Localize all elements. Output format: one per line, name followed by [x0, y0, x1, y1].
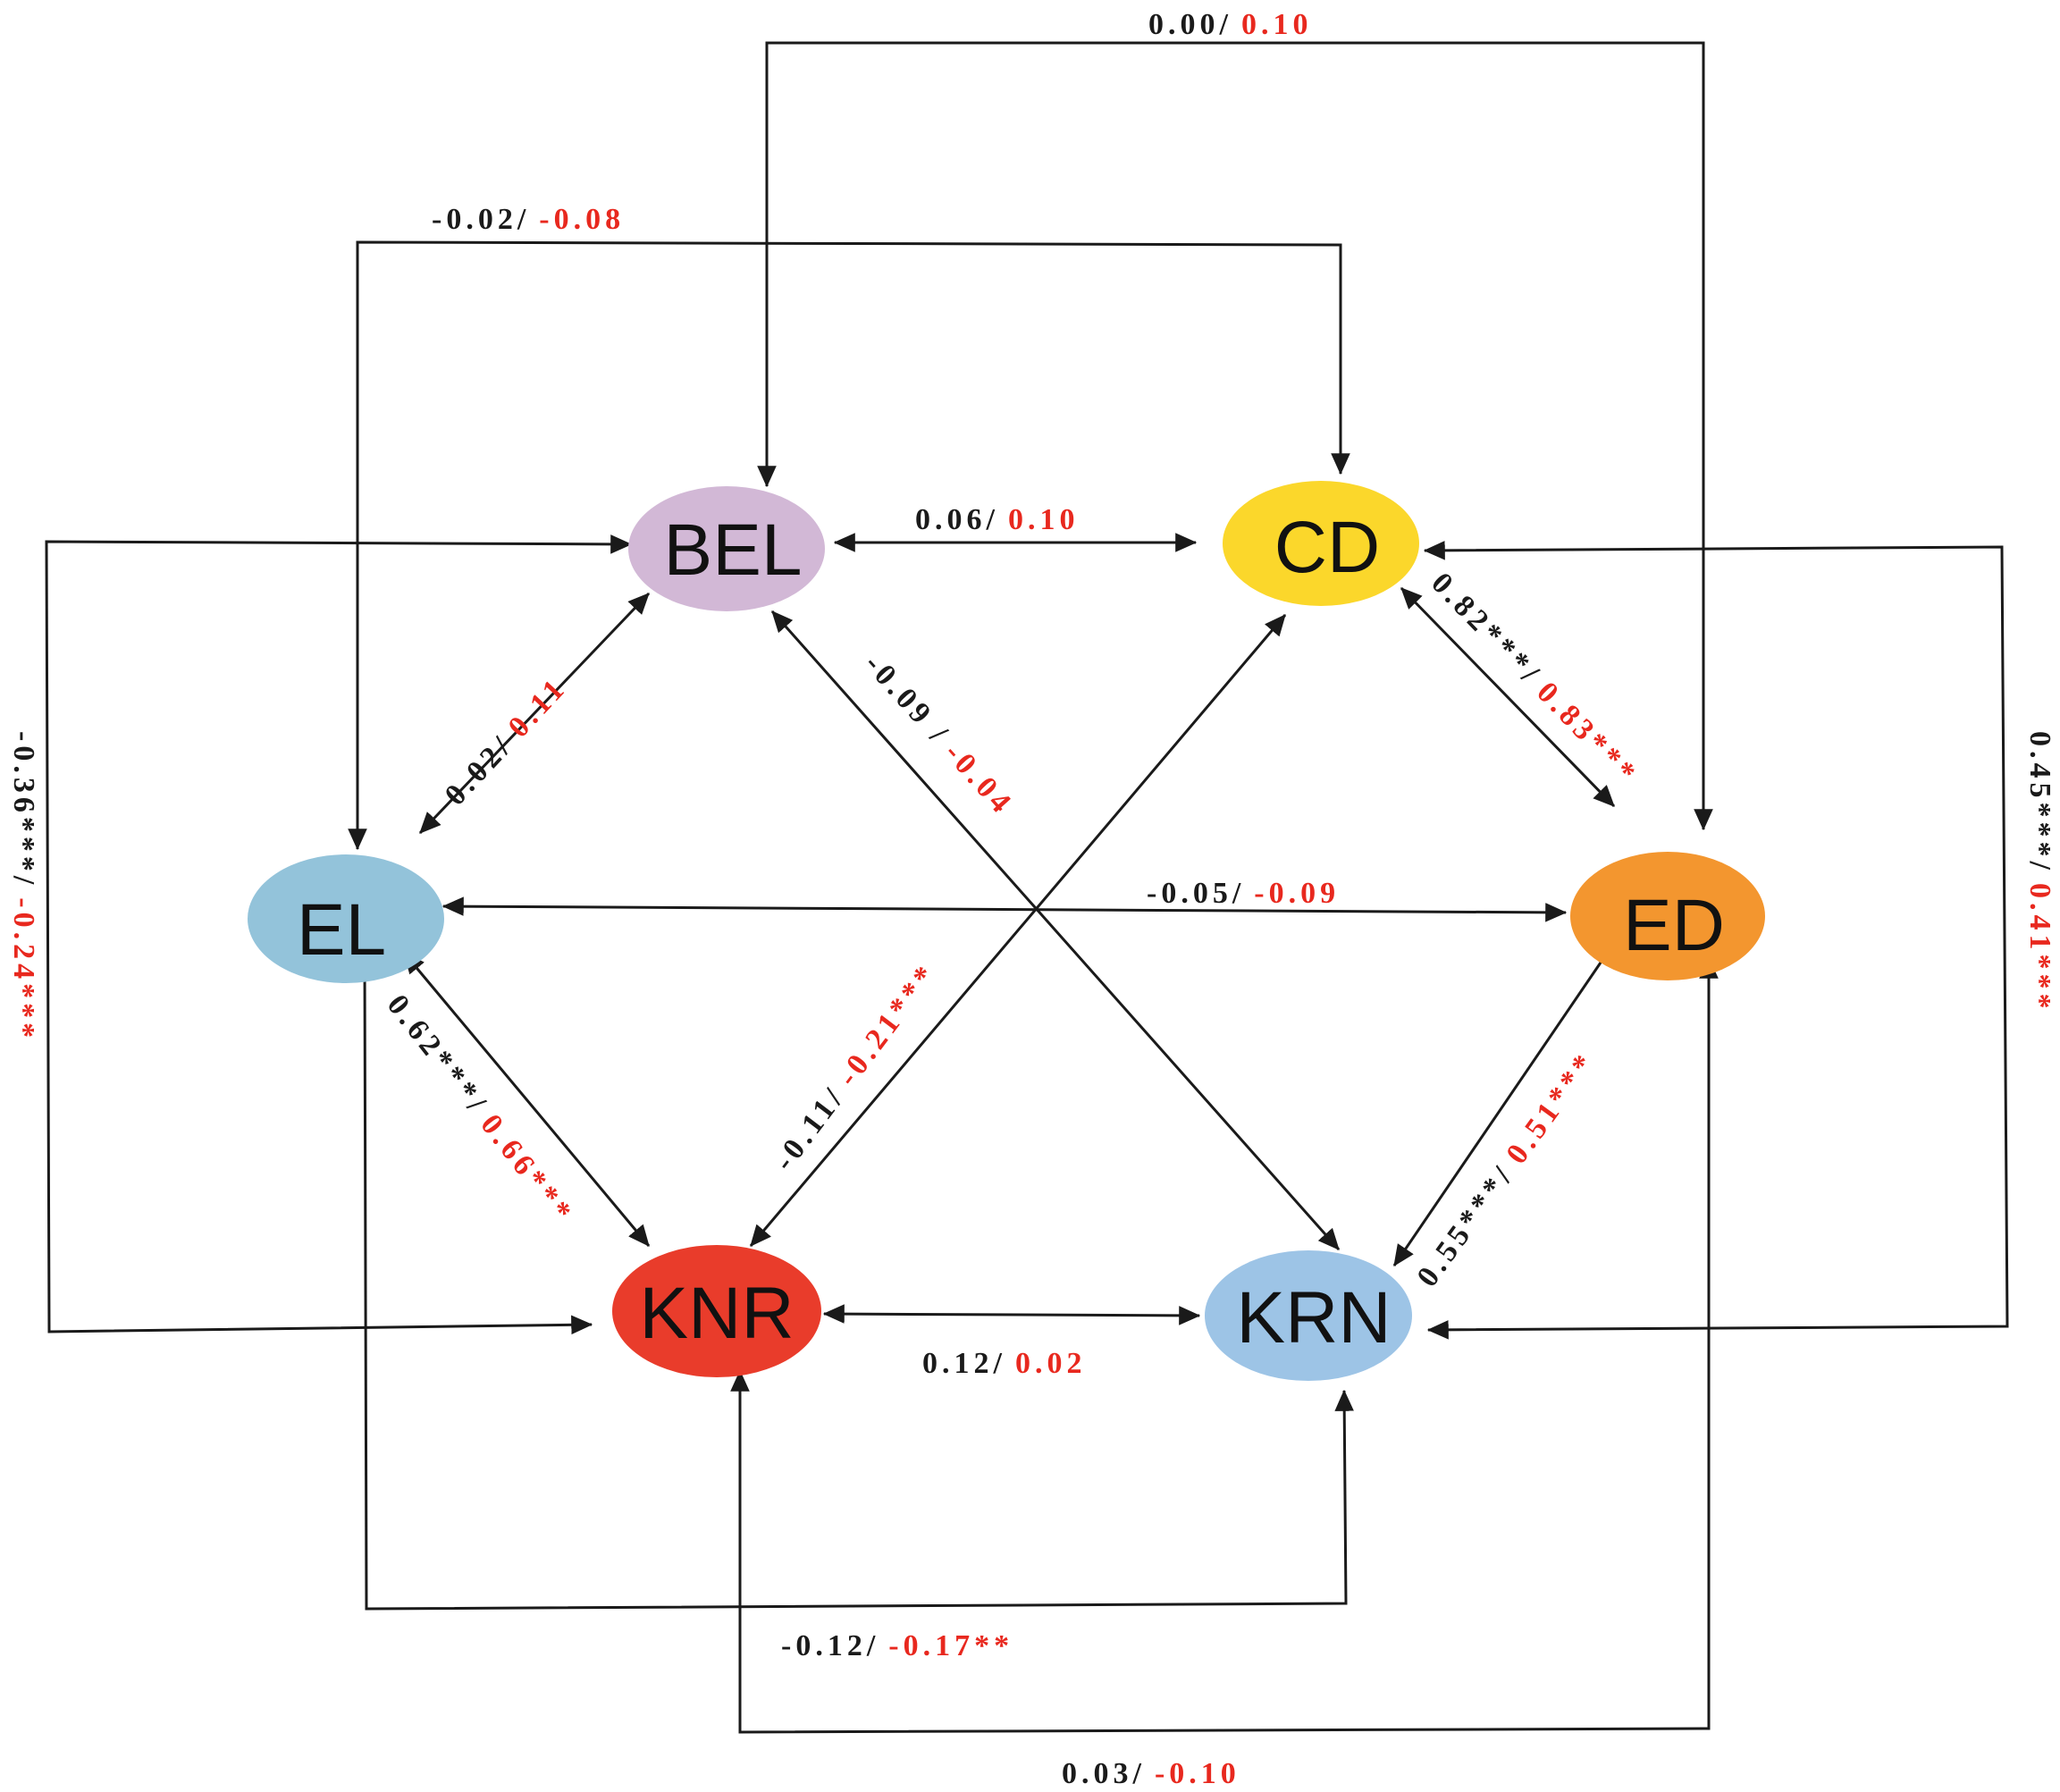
coef-knr-ed-red: -0.10: [1155, 1757, 1240, 1790]
edge-el-ed: [441, 896, 1568, 922]
coef-cd-el: -0.02/ -0.08: [432, 203, 625, 236]
edge-el-krn: [355, 951, 1354, 1611]
edge-ed-krn: [1392, 939, 1618, 1266]
edge-el-knr: [402, 952, 651, 1247]
node-bel-shape: [628, 486, 825, 611]
node-knr: KNR: [612, 1245, 821, 1377]
coef-bel-el: 0.02/0.11: [439, 670, 574, 812]
coef-bel-ed: 0.00/0.10: [1148, 8, 1312, 41]
node-bel: BEL: [628, 486, 825, 611]
coef-bel-knr-black: -0.36***/: [7, 731, 40, 888]
node-knr-shape: [612, 1245, 821, 1377]
coef-bel-cd-black: 0.06/: [915, 503, 999, 536]
coef-cd-krn-red: 0.41***: [2023, 883, 2056, 1014]
coef-knr-krn-red: 0.02: [1015, 1347, 1087, 1380]
nodes: BEL CD EL ED KNR KRN: [248, 481, 1765, 1381]
coef-knr-krn: 0.12/0.02: [922, 1347, 1086, 1380]
coef-el-ed-red: -0.09: [1254, 877, 1340, 910]
edge-cd-knr: [749, 614, 1287, 1247]
coef-el-krn-black: -0.12/: [781, 1629, 879, 1662]
coef-bel-krn-red: -0.04: [938, 736, 1021, 822]
coef-el-ed-black: -0.05/: [1147, 877, 1245, 910]
coef-bel-cd-red: 0.10: [1008, 503, 1080, 536]
coef-cd-krn-black: 0.45***/: [2023, 731, 2056, 874]
coef-ed-krn: 0.55***/0.51***: [1411, 1046, 1603, 1293]
edge-cd-ed: [1400, 586, 1616, 808]
node-el: EL: [248, 854, 444, 983]
node-ed-shape: [1570, 852, 1765, 980]
coef-cd-knr-black: -0.11/: [768, 1080, 853, 1177]
coef-cd-ed-red: 0.83***: [1530, 676, 1644, 792]
coef-bel-el-black: 0.02/: [439, 728, 520, 812]
coef-el-krn-red: -0.17**: [888, 1629, 1013, 1662]
coef-el-knr-black: 0.62***/: [381, 989, 495, 1122]
coef-bel-ed-red: 0.10: [1241, 8, 1313, 41]
coef-bel-cd: 0.06/0.10: [915, 503, 1079, 536]
coef-bel-ed-black: 0.00/: [1148, 8, 1232, 41]
node-krn: KRN: [1205, 1250, 1412, 1381]
edge-knr-ed: [730, 956, 1719, 1734]
coef-ed-krn-black: 0.55***/: [1411, 1158, 1522, 1293]
node-knr-label: KNR: [639, 1273, 794, 1354]
coef-bel-knr: -0.36***/ -0.24***: [7, 731, 40, 1042]
coef-cd-el-black: -0.02/: [432, 203, 530, 236]
coef-el-knr-red: 0.66***: [474, 1108, 580, 1231]
coef-knr-ed: 0.03/ -0.10: [1062, 1757, 1240, 1790]
coef-cd-ed: 0.82***/0.83***: [1425, 567, 1644, 793]
edge-cd-el: [348, 240, 1350, 851]
coef-knr-ed-black: 0.03/: [1062, 1757, 1146, 1790]
node-ed: ED: [1570, 852, 1765, 980]
edge-bel-knr: [45, 534, 633, 1335]
node-el-shape: [248, 854, 444, 983]
coef-el-ed: -0.05/ -0.09: [1147, 877, 1340, 910]
node-krn-label: KRN: [1236, 1277, 1391, 1359]
coef-cd-el-red: -0.08: [539, 203, 625, 236]
coef-knr-krn-black: 0.12/: [922, 1347, 1006, 1380]
edge-knr-krn: [822, 1304, 1201, 1325]
coef-cd-knr-red: -0.21***: [831, 957, 945, 1093]
coef-bel-knr-red: -0.24***: [7, 897, 40, 1042]
coef-el-knr: 0.62***/0.66***: [381, 989, 580, 1231]
node-cd-shape: [1223, 481, 1419, 606]
node-ed-label: ED: [1623, 885, 1725, 966]
coef-bel-krn-black: -0.09 /: [858, 648, 956, 753]
node-cd: CD: [1223, 481, 1419, 606]
node-bel-label: BEL: [664, 509, 803, 591]
coef-cd-krn: 0.45***/ 0.41***: [2023, 731, 2056, 1013]
edge-bel-ed: [757, 41, 1713, 831]
node-cd-label: CD: [1274, 507, 1380, 588]
node-el-label: EL: [297, 889, 386, 971]
coef-el-krn: -0.12/ -0.17**: [781, 1629, 1013, 1662]
node-krn-shape: [1205, 1250, 1412, 1381]
coef-ed-krn-red: 0.51***: [1500, 1046, 1602, 1170]
edges: [45, 41, 2009, 1734]
edge-bel-krn: [770, 610, 1341, 1250]
coef-cd-knr: -0.11/-0.21***: [768, 957, 945, 1177]
